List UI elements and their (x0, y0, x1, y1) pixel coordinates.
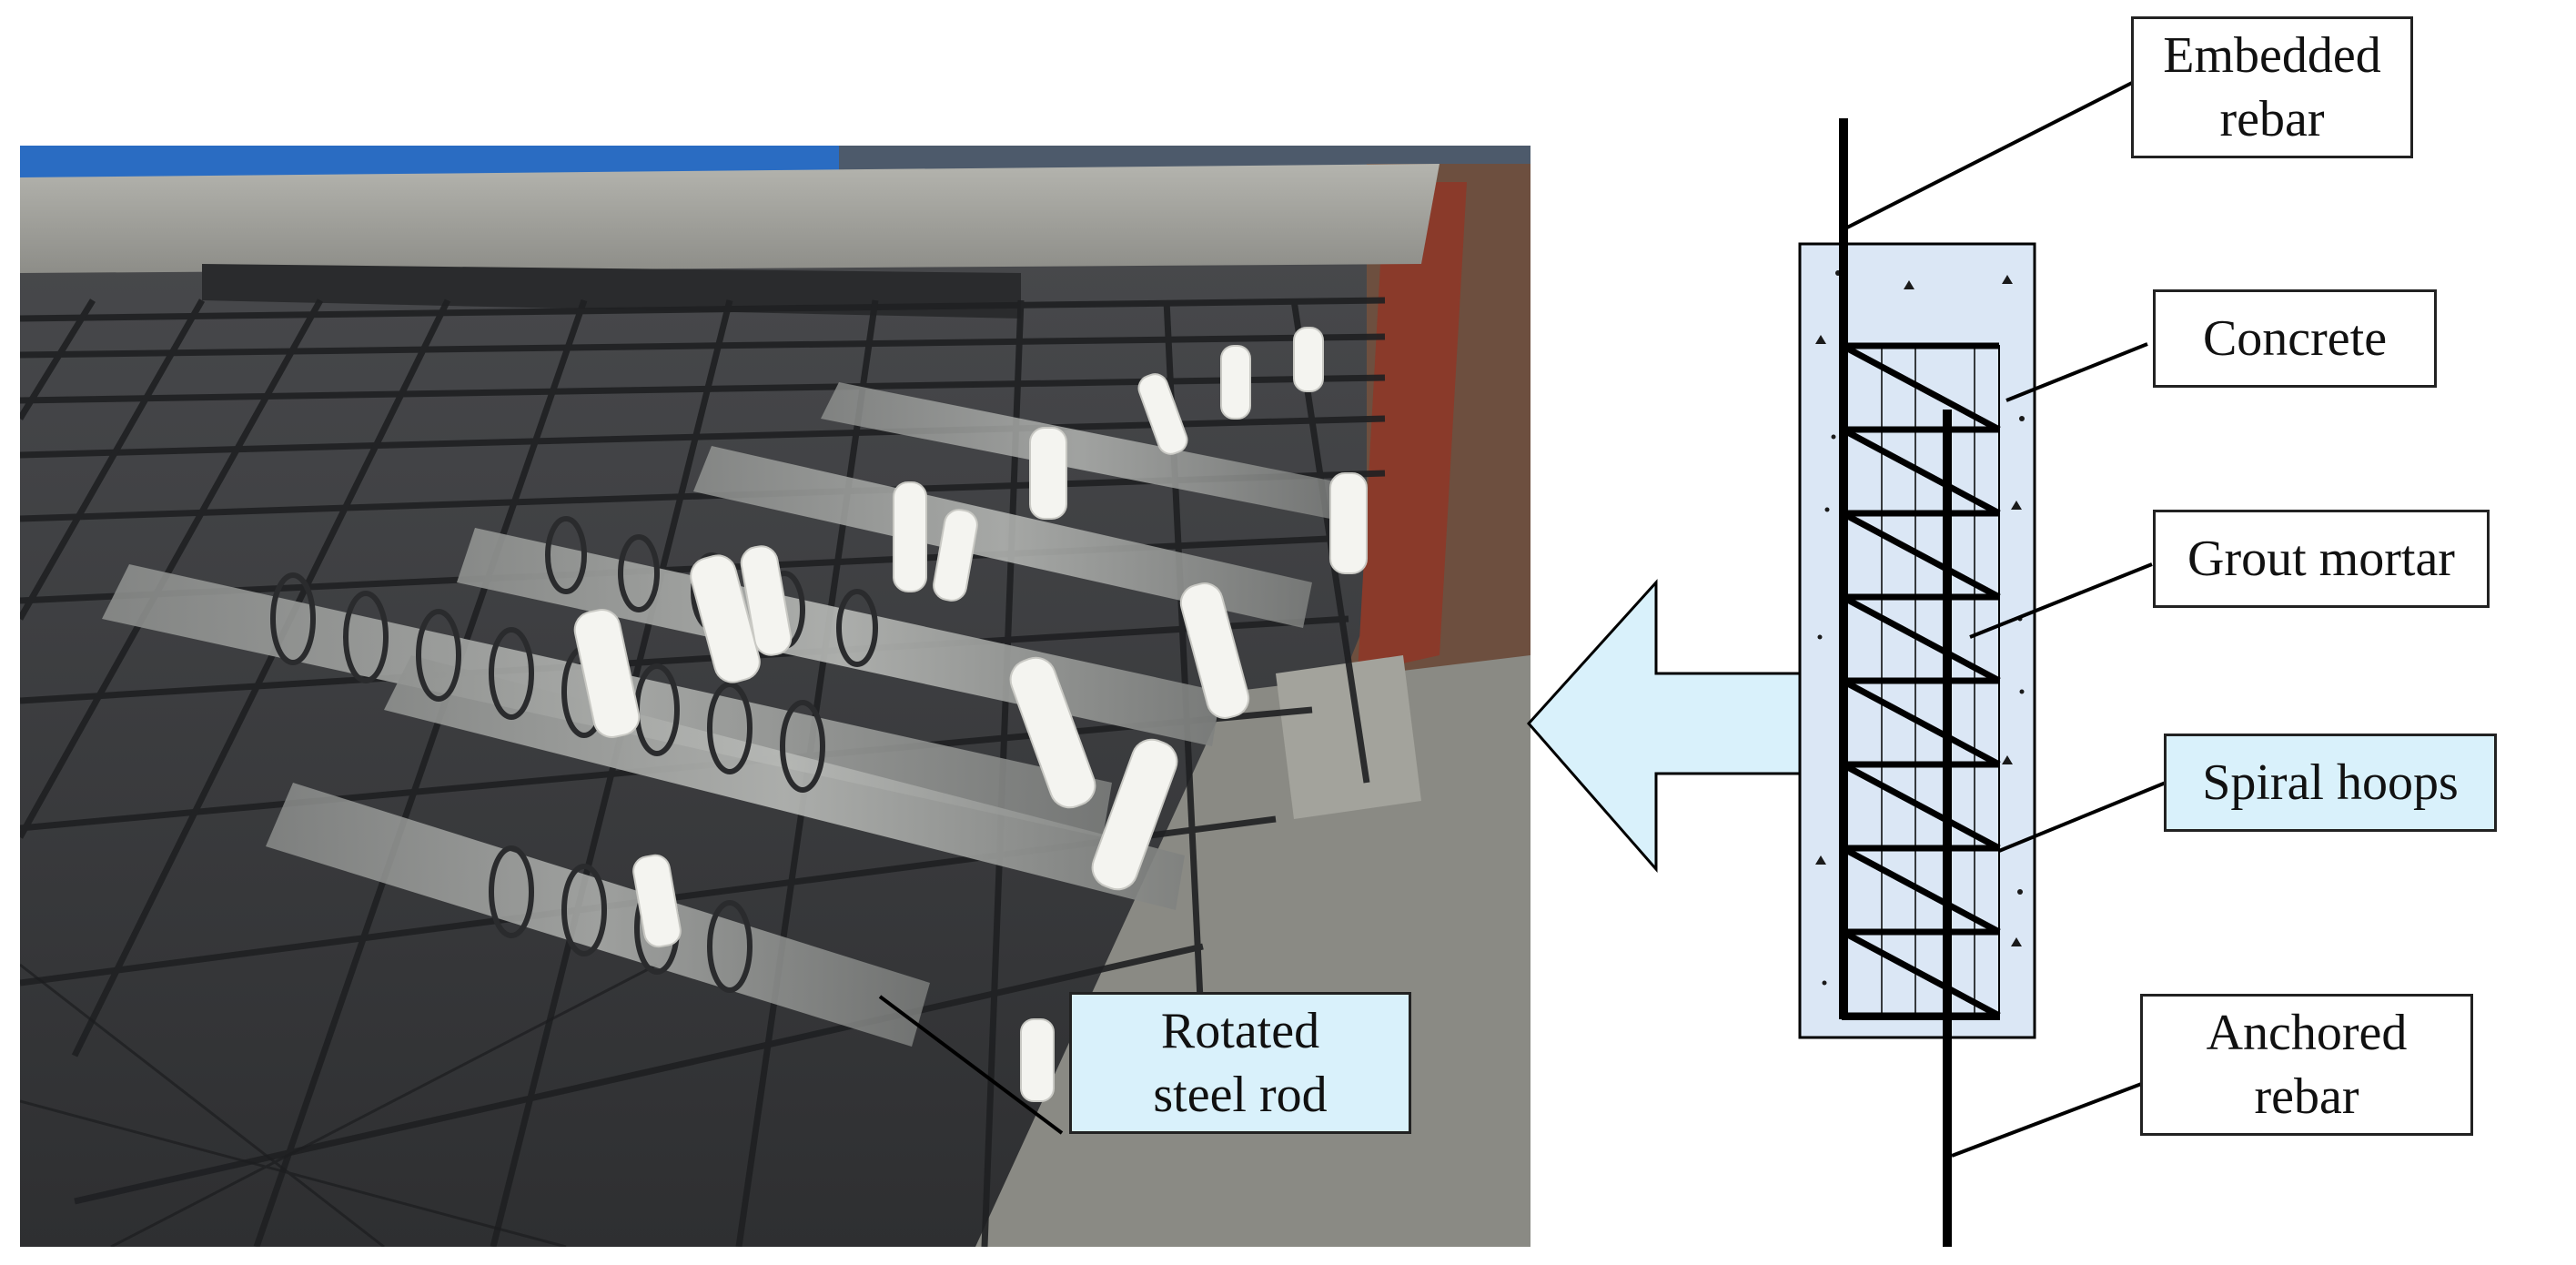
embedded-rebar-label: Embedded rebar (2131, 16, 2413, 158)
photo-concrete-beam (20, 164, 1440, 273)
rotated-steel-rod-label: Rotated steel rod (1069, 992, 1411, 1134)
grout-mortar-label: Grout mortar (2153, 510, 2490, 608)
left-arrow-icon (1526, 579, 1803, 873)
rotated-rod-leader (878, 995, 1064, 1135)
photo-white-tubes (573, 327, 1368, 1102)
spiral-hoops (1839, 342, 2001, 1019)
spiral-hoops-label: Spiral hoops (2164, 734, 2497, 832)
leader-lines (1846, 80, 2167, 1158)
concrete-label: Concrete (2153, 289, 2437, 388)
anchored-rebar-label: Anchored rebar (2140, 994, 2473, 1136)
